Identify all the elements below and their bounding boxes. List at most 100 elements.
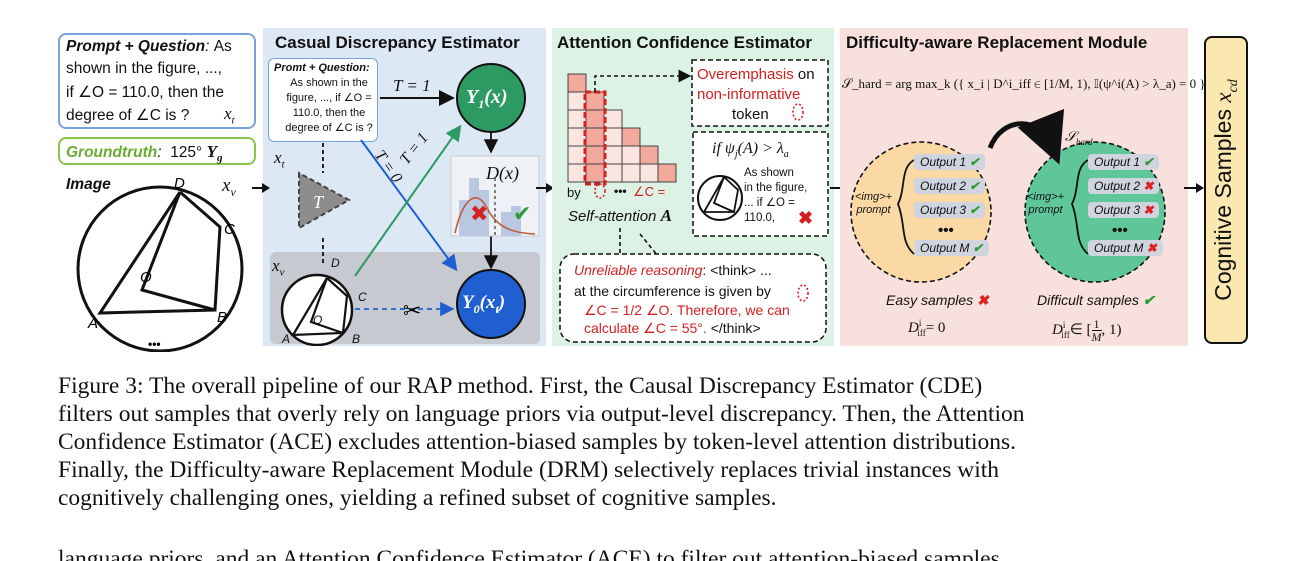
check-icon: ✔ <box>1142 292 1155 308</box>
hist-bar <box>479 190 489 236</box>
treatment-triangle <box>298 171 352 230</box>
s: 𝒮 <box>1065 130 1076 145</box>
point-label: D <box>331 256 340 270</box>
t1-label: T = 1 <box>393 76 431 95</box>
attention-matrix <box>567 73 677 183</box>
prompt-var: xt <box>224 104 235 126</box>
caption-line: filters out samples that overly rely on … <box>58 401 1025 427</box>
check-icon: ✔ <box>969 179 980 193</box>
line: ... if ∠O = <box>744 197 795 209</box>
ellipsis: ••• <box>148 337 161 351</box>
d: D <box>908 320 919 336</box>
hist-bar <box>459 200 469 236</box>
output-text: Output 1 <box>1094 155 1141 169</box>
eq: = 0 <box>925 320 946 336</box>
line: As shown in the <box>290 77 368 89</box>
cde-xt: xt <box>274 148 285 170</box>
easy-output: Output 1 ✔ <box>914 154 986 170</box>
s-hard-label: 𝒮hard <box>1065 130 1093 147</box>
line: figure, ..., if ∠O = <box>286 92 372 104</box>
groundtruth-box <box>58 137 256 165</box>
point-C: C <box>224 221 235 238</box>
by-label: by <box>567 185 581 200</box>
eq: ∈ [ <box>1069 321 1092 338</box>
y1-node <box>456 63 526 133</box>
replace-arrow <box>987 108 1065 165</box>
y0-label: Y0(xt) <box>462 292 505 317</box>
sub: 0 <box>473 301 480 316</box>
label-text: Cognitive Samples <box>1210 102 1237 301</box>
var: Y <box>466 86 479 108</box>
sub: g <box>216 152 223 165</box>
circle <box>76 185 244 352</box>
hard-label: Difficult samples ✔ <box>1037 292 1155 309</box>
output-text: Output 2 <box>1094 179 1141 193</box>
prompt-box <box>58 33 256 129</box>
arrow-green <box>354 124 462 277</box>
cross-icon: ✖ <box>1146 241 1157 255</box>
reason-text: : <think> ... <box>702 262 772 278</box>
sub: t <box>495 301 499 316</box>
mini-angle <box>712 176 735 213</box>
output-text: Output M <box>1094 241 1144 255</box>
cond: if ψ <box>712 140 735 157</box>
label-text: Easy samples <box>886 292 974 308</box>
groundtruth-label: Groundtruth <box>66 144 158 161</box>
caption-line: Finally, the Difficulty-aware Replacemen… <box>58 457 1000 483</box>
mini-geometry-circle <box>697 175 743 221</box>
cross-icon: ✖ <box>470 202 488 227</box>
line: prompt <box>1028 204 1063 216</box>
point-label: O <box>313 313 323 327</box>
overemphasis-line-1: Overemphasis on <box>697 66 815 83</box>
hard-output: Output M ✖ <box>1088 240 1163 256</box>
line: As shown <box>744 167 794 179</box>
reason-line-3: ∠C = 1/2 ∠O. Therefore, we can <box>584 302 790 318</box>
token-marker <box>797 284 809 302</box>
cond-end: (A) > λ <box>737 140 784 157</box>
cde-diagram: T ✖ ✔ ✂ <box>280 63 540 346</box>
sub: cd <box>1225 79 1241 93</box>
check-icon: ✔ <box>969 155 980 169</box>
arg: (x <box>479 292 496 313</box>
check-icon: ✔ <box>969 203 980 217</box>
point-label: B <box>352 332 361 346</box>
line: 110.0, <box>744 212 776 224</box>
selfatt-text: Self-attention <box>568 208 661 225</box>
eq-end: , 1) <box>1101 321 1122 338</box>
reason-line-4: calculate ∠C = 55°. </think> <box>584 320 761 337</box>
sub: t <box>281 158 285 171</box>
caption-line: Figure 3: The overall pipeline of our RA… <box>58 373 983 399</box>
cognitive-samples-box <box>1204 36 1248 344</box>
point-label: C <box>358 290 367 304</box>
check-icon: ✔ <box>1143 155 1154 169</box>
line: in the figure, <box>744 182 808 194</box>
reason-text: </think> <box>706 320 761 336</box>
small-angle <box>309 277 344 335</box>
cde-title: Casual Discrepancy Estimator <box>275 33 520 52</box>
easy-output: Output M ✔ <box>914 240 989 256</box>
selfatt-label: Self-attention A <box>568 206 672 226</box>
cognitive-samples-label: Cognitive Samples xcd <box>1210 79 1242 301</box>
image-label: Image <box>66 176 111 193</box>
caption-line: cognitively challenging ones, yielding a… <box>58 485 777 511</box>
prompt-text: if ∠O = 110.0, then the <box>66 84 224 101</box>
cde-prompt-text: As shown in the figure, ..., if ∠O = 110… <box>281 76 377 136</box>
hard-output: Output 2 ✖ <box>1088 178 1160 194</box>
d: D <box>1052 321 1063 338</box>
var: Y <box>206 142 217 161</box>
over-red: Overemphasis <box>697 66 794 83</box>
var: x <box>224 104 232 123</box>
den: M <box>1091 330 1102 344</box>
mini-text: As shown in the figure, ... if ∠O = 110.… <box>744 166 807 226</box>
sub: iff <box>1061 329 1070 340</box>
point-B: B <box>217 309 227 326</box>
prompt-text: degree of ∠C is ? <box>66 107 190 124</box>
token-marker <box>792 103 804 121</box>
reason-red: Unreliable reasoning <box>574 262 703 278</box>
geometry-figure: D C B A O ••• <box>76 175 244 352</box>
output-text: Output 1 <box>920 155 967 169</box>
overemphasis-line-3: token <box>732 106 769 123</box>
hard-output: Output 3 ✖ <box>1088 202 1160 218</box>
easy-output: Output 3 ✔ <box>914 202 986 218</box>
